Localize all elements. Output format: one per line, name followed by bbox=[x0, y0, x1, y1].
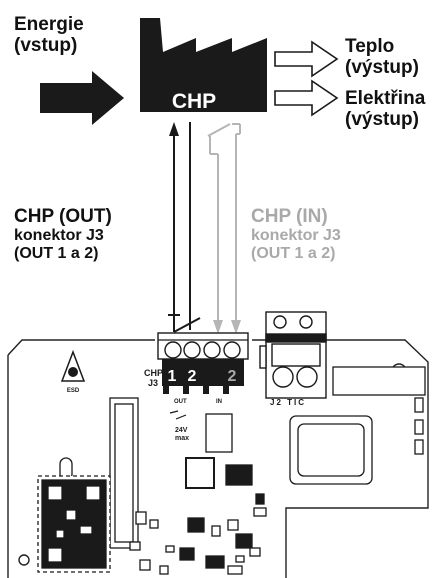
heat-output-label: Teplo (výstup) bbox=[345, 36, 419, 79]
esd-label: ESD bbox=[67, 388, 80, 394]
in-label: IN bbox=[216, 399, 222, 405]
chp-out-title: CHP (OUT) bbox=[14, 206, 112, 227]
relay-symbol-icon bbox=[169, 410, 187, 420]
energy-input-arrow bbox=[40, 71, 124, 125]
chp-out-wiring bbox=[168, 122, 201, 333]
energy-input-line1: Energie bbox=[14, 14, 84, 35]
energy-input-label: Energie (vstup) bbox=[14, 14, 84, 57]
chp-in-line1: konektor J3 bbox=[251, 227, 341, 245]
pin-1-grey-label: 1 bbox=[208, 368, 217, 385]
pcb-board bbox=[7, 339, 429, 578]
voltage-label-1: 24V bbox=[175, 427, 188, 434]
chp-out-line1: konektor J3 bbox=[14, 227, 104, 245]
chp-in-line2: (OUT 1 a 2) bbox=[251, 245, 336, 263]
pin-1-label: 1 bbox=[168, 368, 177, 385]
chp-factory-icon: CHP bbox=[140, 18, 267, 113]
heat-output-line1: Teplo bbox=[345, 36, 395, 57]
energy-input-line2: (vstup) bbox=[14, 35, 78, 57]
chp-in-title: CHP (IN) bbox=[251, 206, 328, 227]
pin-2-grey-label: 2 bbox=[228, 368, 237, 385]
pin-2-label: 2 bbox=[188, 368, 197, 385]
connector-j3-label-1: CHP bbox=[144, 368, 163, 378]
j2-label: J2 TIC bbox=[270, 398, 306, 407]
factory-label: CHP bbox=[172, 90, 216, 113]
heat-output-line2: (výstup) bbox=[345, 57, 419, 79]
chp-in-label: CHP (IN) konektor J3 (OUT 1 a 2) bbox=[251, 206, 341, 263]
connector-j3-label-2: J3 bbox=[148, 378, 158, 388]
electricity-output-line2: (výstup) bbox=[345, 109, 419, 131]
connector-j2 bbox=[259, 311, 327, 399]
electricity-output-label: Elektřina (výstup) bbox=[345, 88, 425, 131]
chp-out-label: CHP (OUT) konektor J3 (OUT 1 a 2) bbox=[14, 206, 112, 263]
voltage-label-2: max bbox=[175, 435, 189, 442]
pcb-components bbox=[37, 366, 426, 575]
heat-output-arrow bbox=[274, 40, 339, 78]
electricity-output-arrow bbox=[274, 79, 339, 117]
esd-symbol-icon: ESD bbox=[60, 349, 86, 394]
out-label: OUT bbox=[174, 399, 187, 405]
connector-j3: 1 2 1 2 bbox=[157, 332, 249, 394]
chp-out-line2: (OUT 1 a 2) bbox=[14, 245, 99, 263]
chp-in-wiring bbox=[207, 123, 241, 334]
electricity-output-line1: Elektřina bbox=[345, 88, 426, 109]
